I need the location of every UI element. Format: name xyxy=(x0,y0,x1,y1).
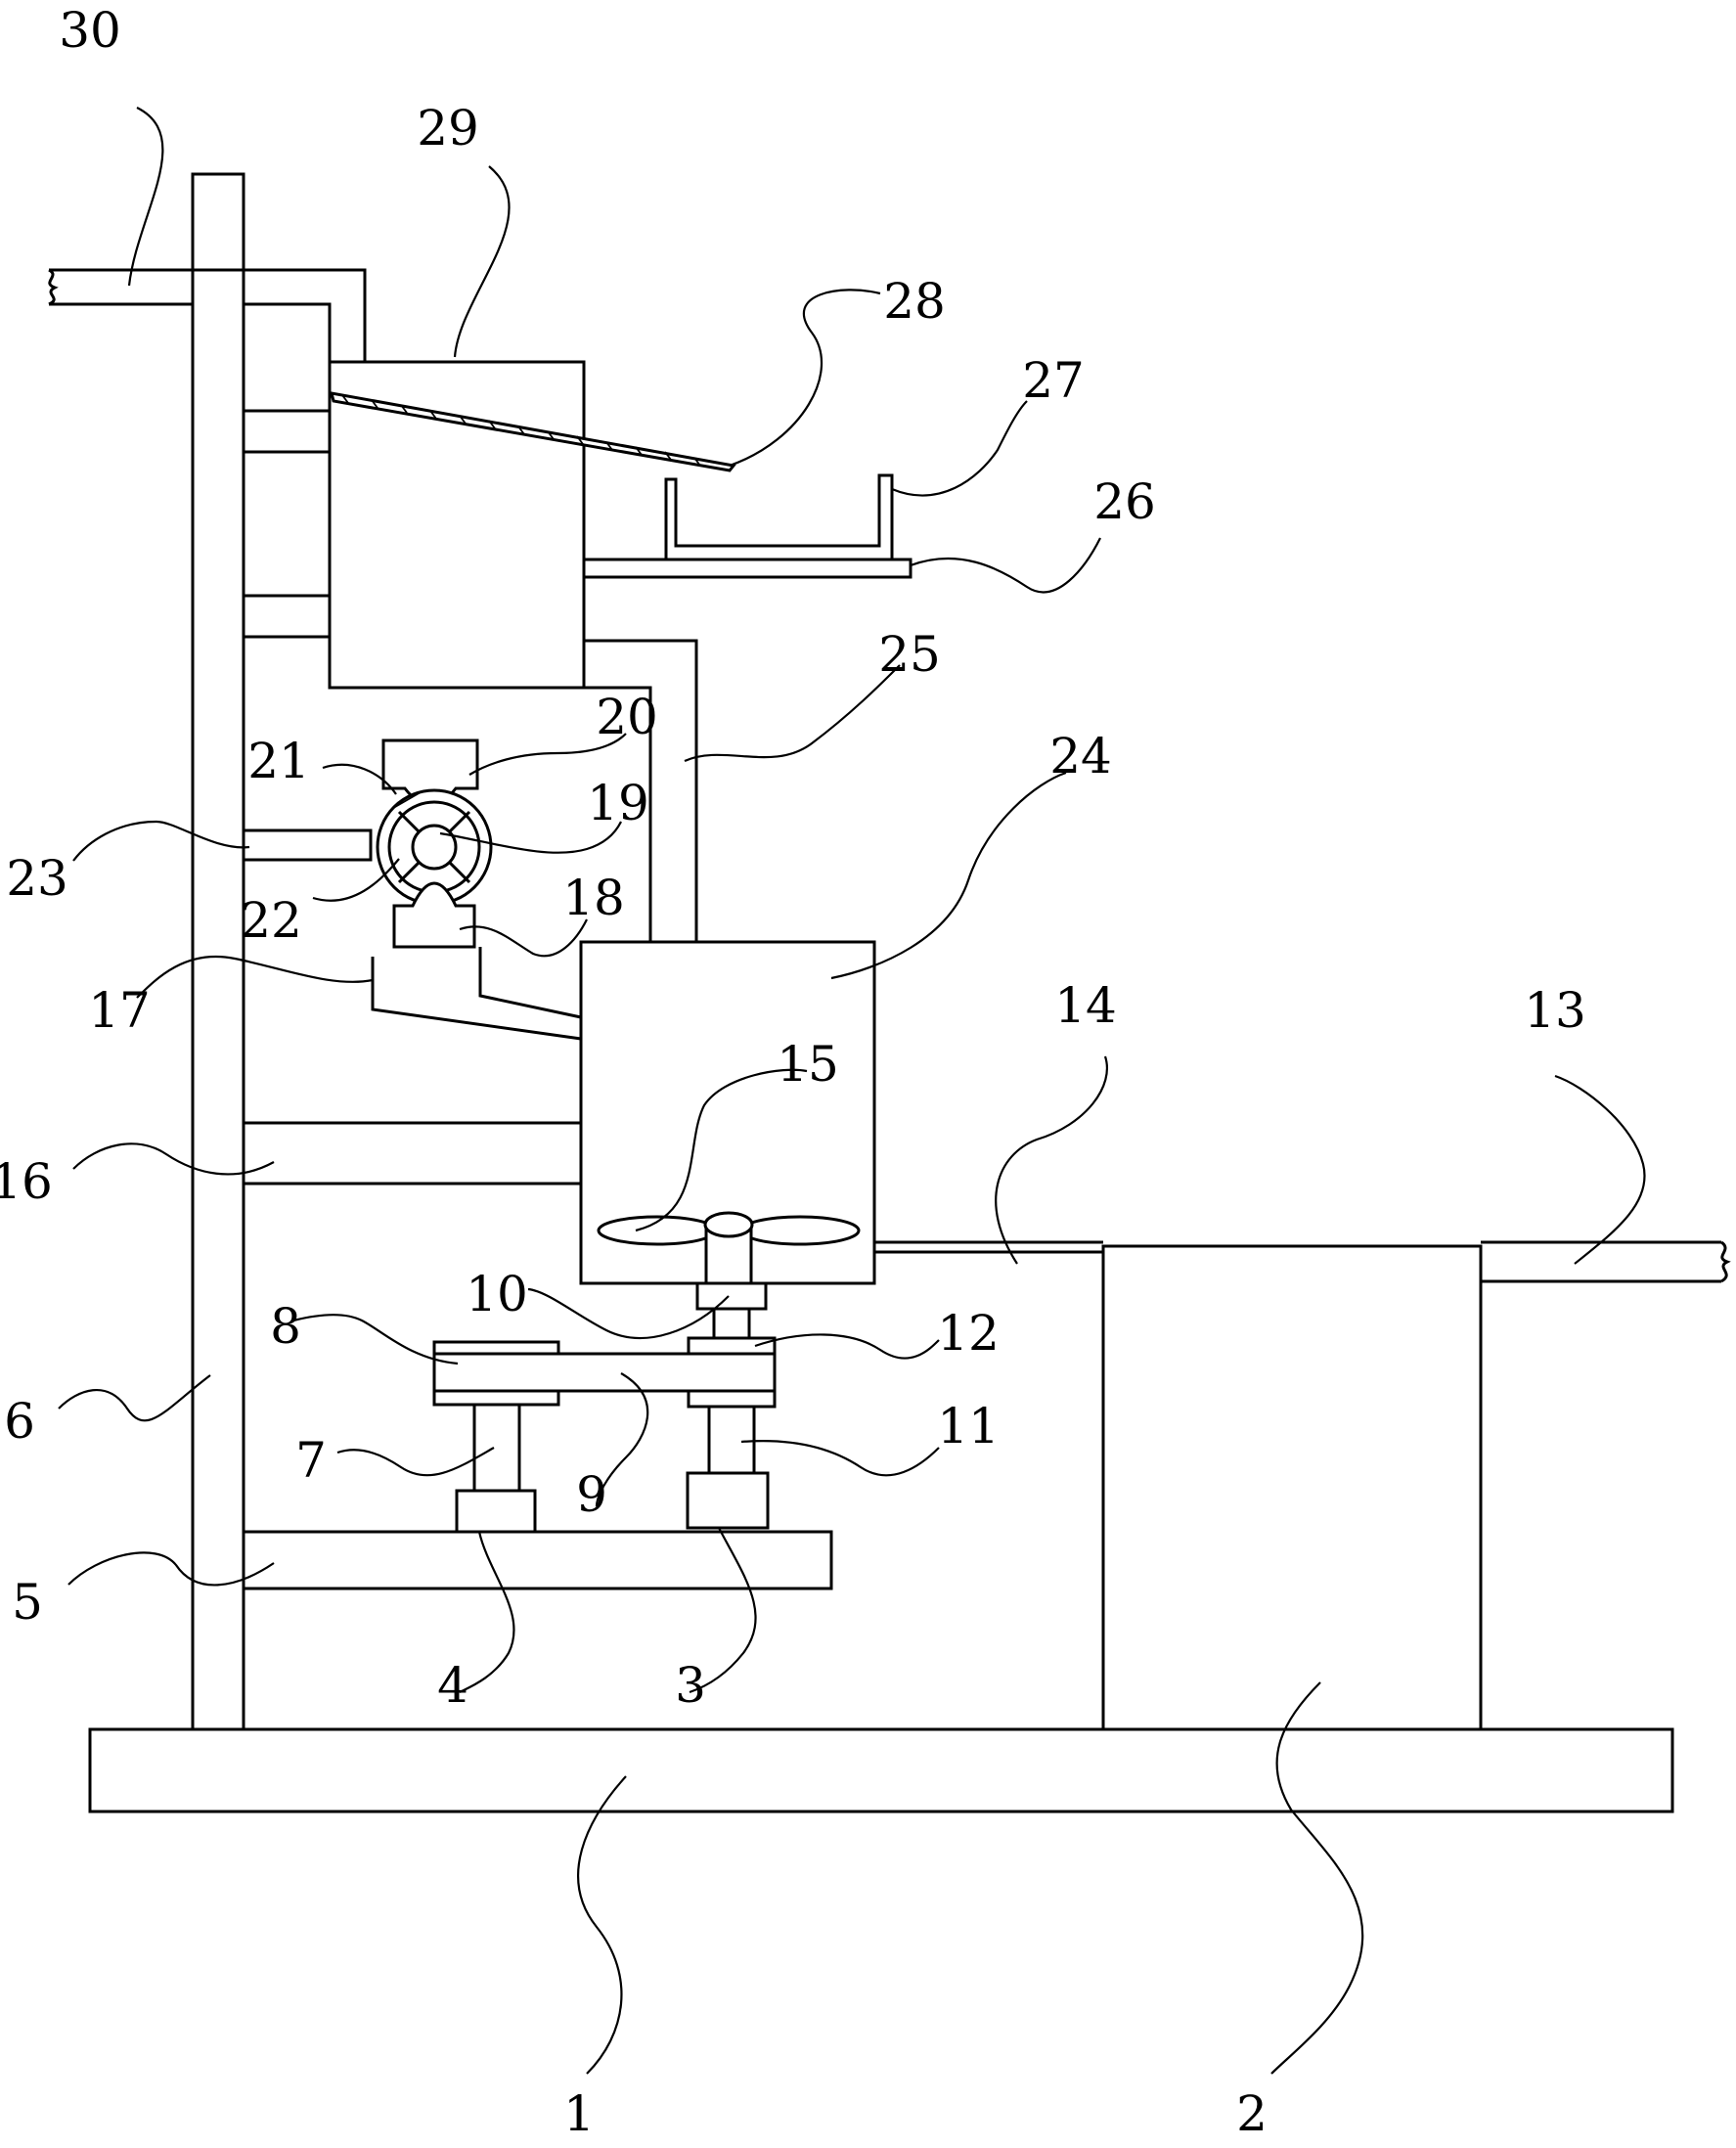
label-15: 15 xyxy=(777,1036,839,1093)
side-arm xyxy=(242,828,373,862)
pulley-right-top xyxy=(687,1336,777,1356)
label-28: 28 xyxy=(883,273,946,330)
base-plate xyxy=(88,1727,1674,1813)
tank-support-bar xyxy=(242,1121,583,1186)
label-10: 10 xyxy=(466,1266,528,1322)
label-3: 3 xyxy=(675,1657,706,1714)
label-30: 30 xyxy=(59,2,121,59)
tray-shelf xyxy=(582,558,913,579)
label-1: 1 xyxy=(563,2085,595,2142)
pulley-left-bottom xyxy=(432,1389,560,1407)
label-24: 24 xyxy=(1049,728,1112,784)
label-8: 8 xyxy=(270,1298,301,1355)
label-29: 29 xyxy=(417,100,479,157)
label-4: 4 xyxy=(437,1657,468,1714)
label-13: 13 xyxy=(1524,982,1586,1039)
label-22: 22 xyxy=(240,892,302,949)
label-20: 20 xyxy=(596,689,658,745)
upper-support-bar xyxy=(242,409,332,454)
drive-belt xyxy=(432,1352,777,1393)
label-9: 9 xyxy=(576,1466,607,1523)
label-2: 2 xyxy=(1236,2085,1268,2142)
label-18: 18 xyxy=(562,870,625,926)
discharge-pipe xyxy=(1481,1240,1731,1283)
roller-hub xyxy=(411,824,458,871)
label-19: 19 xyxy=(587,775,649,831)
label-21: 21 xyxy=(247,733,310,789)
label-17: 17 xyxy=(88,982,151,1039)
bearing-seat-3 xyxy=(686,1471,770,1530)
label-14: 14 xyxy=(1054,977,1117,1034)
bearing-10 xyxy=(695,1281,768,1311)
screen-mesh-hatching xyxy=(341,394,701,467)
middle-support-bar xyxy=(242,594,332,639)
outlet-pipe xyxy=(874,1240,1105,1291)
label-16: 16 xyxy=(0,1153,53,1210)
motor-mounting-plate xyxy=(242,1530,833,1590)
leader-lines xyxy=(58,107,1646,2075)
label-12: 12 xyxy=(937,1305,1000,1362)
label-26: 26 xyxy=(1093,473,1156,530)
lower-hopper-block xyxy=(392,881,476,949)
collection-box xyxy=(1101,1244,1483,1731)
label-7: 7 xyxy=(295,1432,327,1489)
label-11: 11 xyxy=(937,1398,1000,1454)
drive-shaft-11 xyxy=(707,1405,756,1475)
label-25: 25 xyxy=(878,626,941,683)
label-6: 6 xyxy=(4,1393,35,1450)
pulley-left-top xyxy=(432,1340,560,1356)
label-23: 23 xyxy=(6,850,68,907)
collecting-tray xyxy=(664,473,894,561)
vertical-column xyxy=(191,172,245,1731)
belt-edges xyxy=(434,1352,775,1393)
stirring-shaft-cap xyxy=(703,1211,754,1238)
stirring-blade-right xyxy=(739,1215,861,1246)
pulley-right-bottom xyxy=(687,1389,777,1409)
inlet-pipe xyxy=(48,268,367,362)
feed-box xyxy=(328,360,586,690)
motor-4 xyxy=(455,1489,537,1534)
motor-shaft-7 xyxy=(472,1403,521,1493)
shaft-upper xyxy=(712,1307,751,1340)
label-5: 5 xyxy=(12,1574,43,1631)
connecting-pipe xyxy=(584,639,698,942)
discharge-chute xyxy=(371,947,582,1041)
label-27: 27 xyxy=(1022,352,1085,409)
part-labels: 30 29 28 27 26 25 24 20 21 19 23 22 18 1… xyxy=(0,2,1586,2142)
